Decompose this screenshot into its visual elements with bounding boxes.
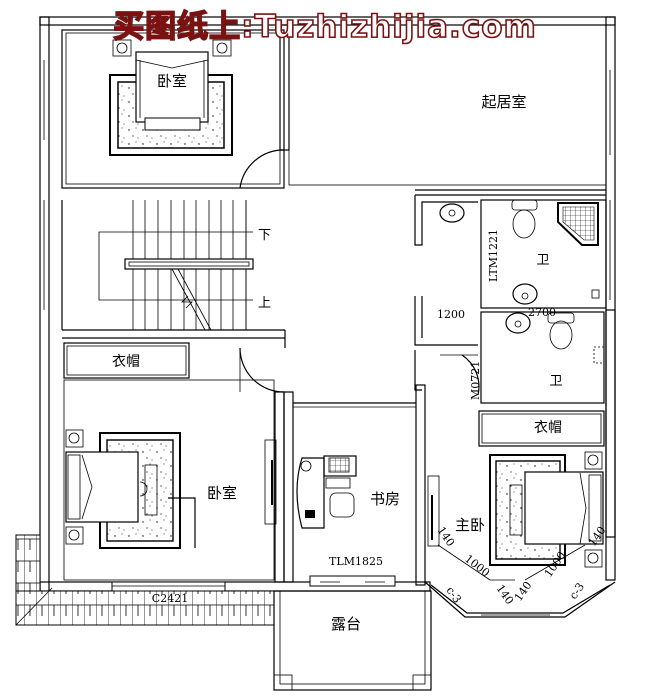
- room-label-bath-2: 卫: [549, 374, 562, 389]
- vanity-corridor: 1200 M0721: [414, 195, 482, 400]
- watermark-text: 买图纸上:Tuzhizhijia.com: [113, 9, 537, 45]
- room-label-wardrobe-west: 衣帽: [112, 354, 140, 370]
- door-label-m0721: M0721: [469, 361, 482, 400]
- window-label-c2421: C2421: [152, 592, 188, 605]
- bedroom-nw: 卧室: [61, 24, 290, 189]
- room-label-living: 起居室: [481, 93, 526, 111]
- stairs-down-label: 下: [258, 228, 271, 243]
- room-label-wardrobe-east: 衣帽: [534, 420, 562, 436]
- bathroom-1: 卫 LTM1221 2700: [480, 199, 607, 319]
- bedroom-sw: 卧室: [63, 379, 285, 592]
- bathroom-2: 卫: [480, 311, 605, 404]
- wardrobe-west: 衣帽: [63, 342, 285, 393]
- door-label-tlm1825: TLM1825: [329, 555, 383, 568]
- terrace: 露台: [273, 590, 432, 691]
- room-label-master-bedroom: 主卧: [455, 516, 485, 534]
- roof-balcony-west: C2421: [15, 534, 275, 626]
- study: 书房 TLM1825: [283, 384, 426, 587]
- staircase: 下 上: [61, 200, 286, 348]
- bay-label-c3-left: c-3: [444, 584, 464, 605]
- room-label-bath-1: 卫: [536, 253, 549, 268]
- room-label-bedroom-nw: 卧室: [157, 72, 187, 90]
- stairs-up-label: 上: [258, 296, 271, 311]
- room-label-terrace: 露台: [331, 615, 361, 633]
- dim-1200: 1200: [437, 308, 465, 321]
- door-label-ltm1221: LTM1221: [487, 229, 500, 282]
- master-bedroom: 衣帽 主卧: [427, 309, 616, 581]
- living-room: 起居室: [288, 24, 607, 196]
- dim-1000-a: 1000: [462, 552, 492, 579]
- room-label-bedroom-sw: 卧室: [207, 484, 237, 502]
- bay-label-c3-right: c-3: [567, 580, 587, 601]
- room-label-study: 书房: [370, 490, 400, 508]
